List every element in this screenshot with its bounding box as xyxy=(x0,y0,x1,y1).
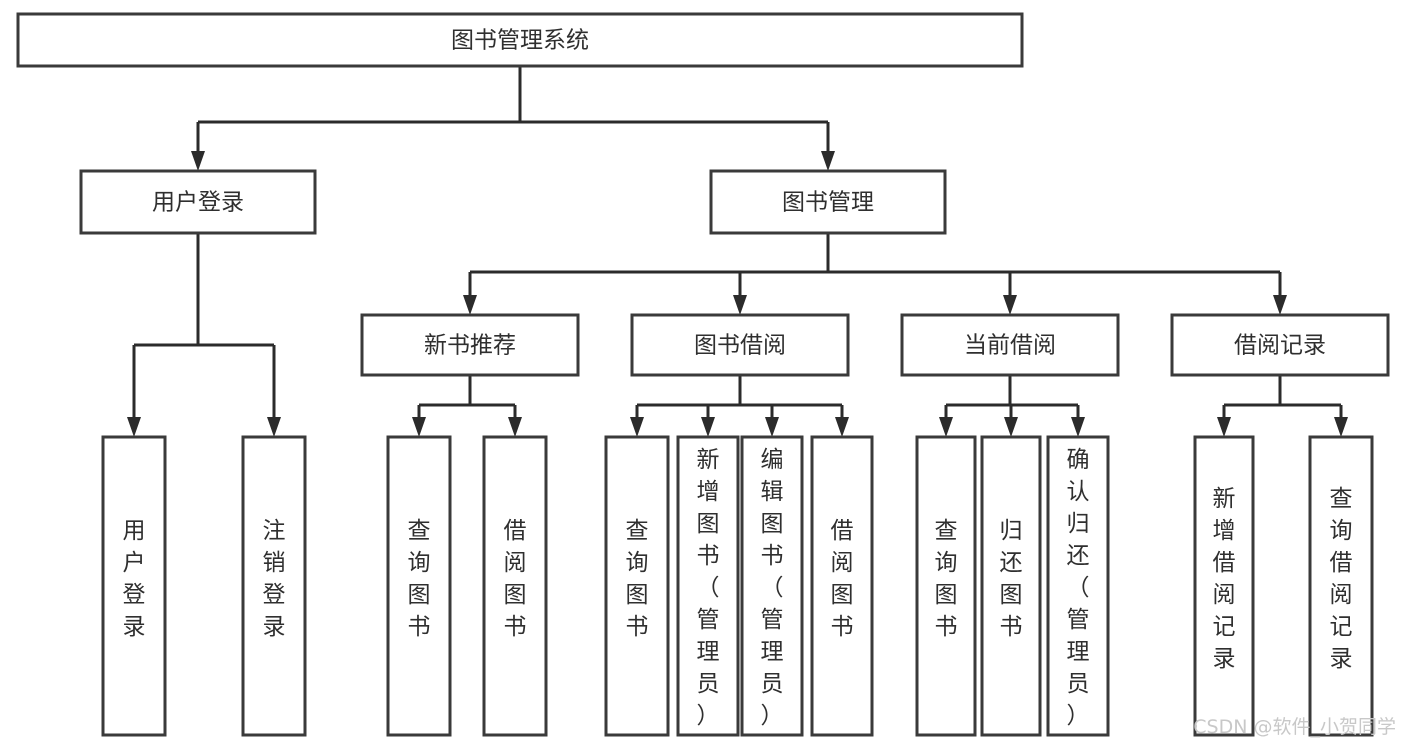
node-box-leaf-add-borrow-record xyxy=(1193,435,1255,737)
node-label-leaf-borrow-book-recommend: 借阅图书 xyxy=(504,518,527,640)
node-box-leaf-borrow-book-recommend xyxy=(482,435,548,737)
node-box-book-borrow xyxy=(630,313,850,377)
node-label-leaf-borrow-book: 借阅图书 xyxy=(831,518,854,640)
node-system-root[interactable]: 图书管理系统 xyxy=(16,12,1024,68)
node-borrow-record[interactable]: 借阅记录 xyxy=(1170,313,1390,377)
node-label-system-root: 图书管理系统 xyxy=(451,28,589,54)
node-leaf-borrow-book[interactable]: 借阅图书 xyxy=(810,435,874,737)
node-box-user-login xyxy=(79,169,317,235)
node-leaf-edit-book-admin[interactable]: 编辑图书（管理员） xyxy=(740,435,804,737)
node-leaf-query-borrow-record[interactable]: 查询借阅记录 xyxy=(1308,435,1374,737)
node-box-leaf-query-book-current xyxy=(915,435,977,737)
node-box-leaf-edit-book-admin xyxy=(740,435,804,737)
node-label-leaf-query-book-current: 查询图书 xyxy=(935,518,958,640)
node-box-leaf-query-book-borrow xyxy=(604,435,670,737)
connector-layer xyxy=(127,66,1348,437)
node-box-leaf-add-book-admin xyxy=(676,435,740,737)
node-book-management[interactable]: 图书管理 xyxy=(709,169,947,235)
node-leaf-query-book-recommend[interactable]: 查询图书 xyxy=(386,435,452,737)
node-label-user-login: 用户登录 xyxy=(152,190,244,216)
node-label-leaf-user-login: 用户登录 xyxy=(123,518,146,640)
node-label-leaf-add-book-admin: 新增图书（管理员） xyxy=(697,447,720,729)
node-label-current-borrow: 当前借阅 xyxy=(964,333,1056,359)
node-user-login[interactable]: 用户登录 xyxy=(79,169,317,235)
node-leaf-user-login[interactable]: 用户登录 xyxy=(101,435,167,737)
node-box-borrow-record xyxy=(1170,313,1390,377)
node-leaf-query-book-borrow[interactable]: 查询图书 xyxy=(604,435,670,737)
node-book-borrow[interactable]: 图书借阅 xyxy=(630,313,850,377)
node-box-new-book-recommend xyxy=(360,313,580,377)
node-box-leaf-user-logout xyxy=(241,435,307,737)
node-leaf-query-book-current[interactable]: 查询图书 xyxy=(915,435,977,737)
node-leaf-confirm-return-admin[interactable]: 确认归还（管理员） xyxy=(1046,435,1110,737)
node-leaf-borrow-book-recommend[interactable]: 借阅图书 xyxy=(482,435,548,737)
node-leaf-user-logout[interactable]: 注销登录 xyxy=(241,435,307,737)
node-leaf-add-borrow-record[interactable]: 新增借阅记录 xyxy=(1193,435,1255,737)
node-box-current-borrow xyxy=(900,313,1120,377)
node-box-system-root xyxy=(16,12,1024,68)
node-label-book-management: 图书管理 xyxy=(782,190,874,216)
node-box-book-management xyxy=(709,169,947,235)
node-box-leaf-confirm-return-admin xyxy=(1046,435,1110,737)
node-label-leaf-query-book-recommend: 查询图书 xyxy=(408,518,431,640)
node-label-leaf-query-borrow-record: 查询借阅记录 xyxy=(1330,486,1353,672)
node-box-leaf-return-book xyxy=(980,435,1042,737)
node-leaf-add-book-admin[interactable]: 新增图书（管理员） xyxy=(676,435,740,737)
node-new-book-recommend[interactable]: 新书推荐 xyxy=(360,313,580,377)
node-label-new-book-recommend: 新书推荐 xyxy=(424,333,516,359)
node-label-borrow-record: 借阅记录 xyxy=(1234,333,1326,359)
node-label-leaf-add-borrow-record: 新增借阅记录 xyxy=(1213,486,1236,672)
node-layer: 图书管理系统用户登录图书管理新书推荐图书借阅当前借阅借阅记录用户登录注销登录查询… xyxy=(16,12,1390,737)
node-label-leaf-return-book: 归还图书 xyxy=(1000,518,1023,640)
node-label-leaf-confirm-return-admin: 确认归还（管理员） xyxy=(1067,447,1090,729)
csdn-watermark: CSDN @软件_小贺同学 xyxy=(1193,716,1396,738)
node-label-book-borrow: 图书借阅 xyxy=(694,333,786,359)
node-label-leaf-edit-book-admin: 编辑图书（管理员） xyxy=(761,447,784,729)
node-box-leaf-query-borrow-record xyxy=(1308,435,1374,737)
node-label-leaf-query-book-borrow: 查询图书 xyxy=(626,518,649,640)
node-box-leaf-borrow-book xyxy=(810,435,874,737)
node-leaf-return-book[interactable]: 归还图书 xyxy=(980,435,1042,737)
node-box-leaf-query-book-recommend xyxy=(386,435,452,737)
node-current-borrow[interactable]: 当前借阅 xyxy=(900,313,1120,377)
node-label-leaf-user-logout: 注销登录 xyxy=(263,518,286,640)
node-box-leaf-user-login xyxy=(101,435,167,737)
